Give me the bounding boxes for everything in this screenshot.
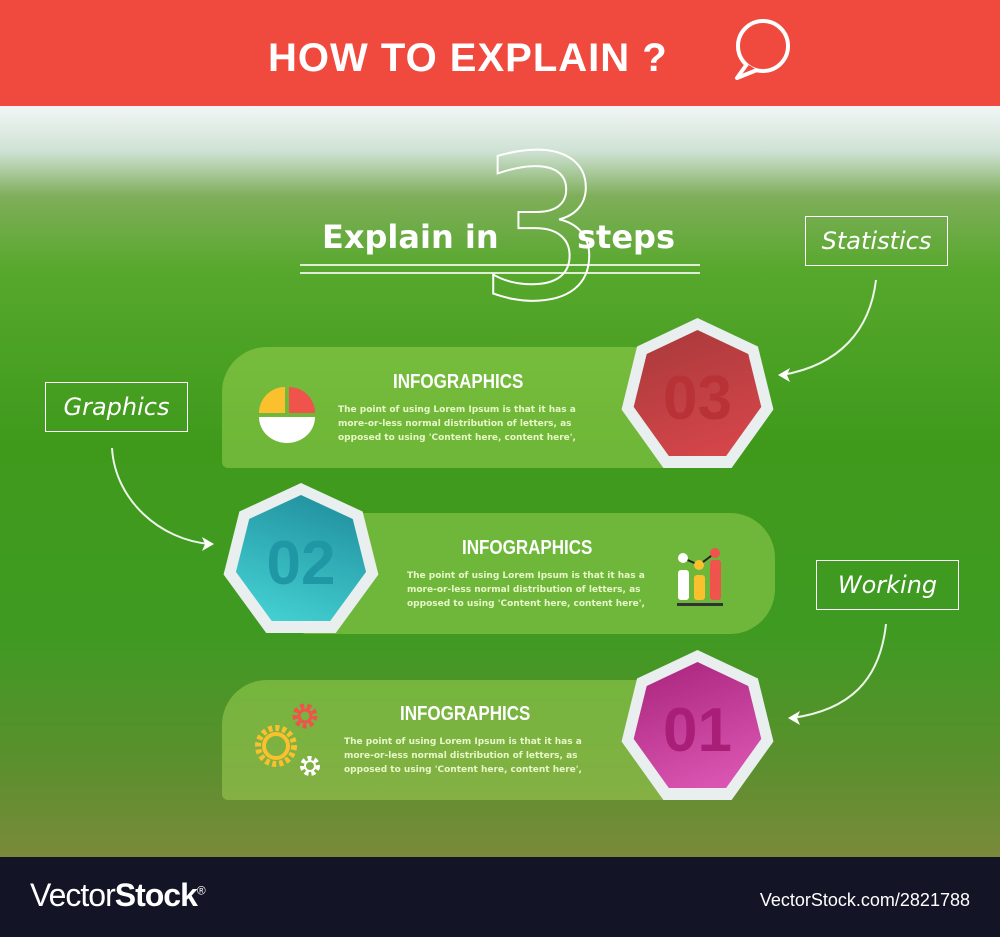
header-bar: HOW TO EXPLAIN ? <box>0 0 1000 106</box>
label-statistics: Statistics <box>805 216 948 266</box>
step-1-number: 01 <box>633 662 762 788</box>
label-working: Working <box>816 560 959 610</box>
arrows <box>111 279 887 725</box>
header-title: HOW TO EXPLAIN ? <box>268 36 668 80</box>
big-three: 3 <box>477 113 606 346</box>
step-2-number: 02 <box>235 495 367 621</box>
step-3-number: 03 <box>633 330 762 456</box>
heading-after: steps <box>577 218 675 256</box>
step-2-body: The point of using Lorem Ipsum is that i… <box>407 571 645 609</box>
speech-bubble-icon <box>735 19 790 80</box>
arrow-statistics <box>781 279 877 376</box>
step-2-hexagon: 02 <box>223 483 379 633</box>
arrow-graphics <box>111 447 211 545</box>
vectorstock-logo: VectorStock® <box>30 877 206 913</box>
heading-before: Explain in <box>322 218 499 256</box>
step-3-hexagon: 03 <box>621 318 774 468</box>
blurred-green-background <box>0 106 1000 857</box>
footer-bar: VectorStock® VectorStock.com/2821788 <box>0 857 1000 937</box>
divider <box>300 272 700 274</box>
pie-chart-icon <box>259 387 315 443</box>
divider <box>300 264 700 266</box>
step-3-title: INFOGRAPHICS <box>393 371 524 393</box>
step-1-body: The point of using Lorem Ipsum is that i… <box>344 737 582 775</box>
arrow-working <box>791 623 887 719</box>
image-id: VectorStock.com/2821788 <box>759 890 970 910</box>
step-2-banner <box>300 513 775 634</box>
gears-icon <box>255 703 320 776</box>
step-1-hexagon: 01 <box>621 650 774 800</box>
bar-chart-icon <box>677 548 723 606</box>
step-3-body: The point of using Lorem Ipsum is that i… <box>338 405 576 443</box>
label-graphics: Graphics <box>45 382 188 432</box>
step-2-title: INFOGRAPHICS <box>462 537 593 559</box>
step-1-title: INFOGRAPHICS <box>400 703 531 725</box>
